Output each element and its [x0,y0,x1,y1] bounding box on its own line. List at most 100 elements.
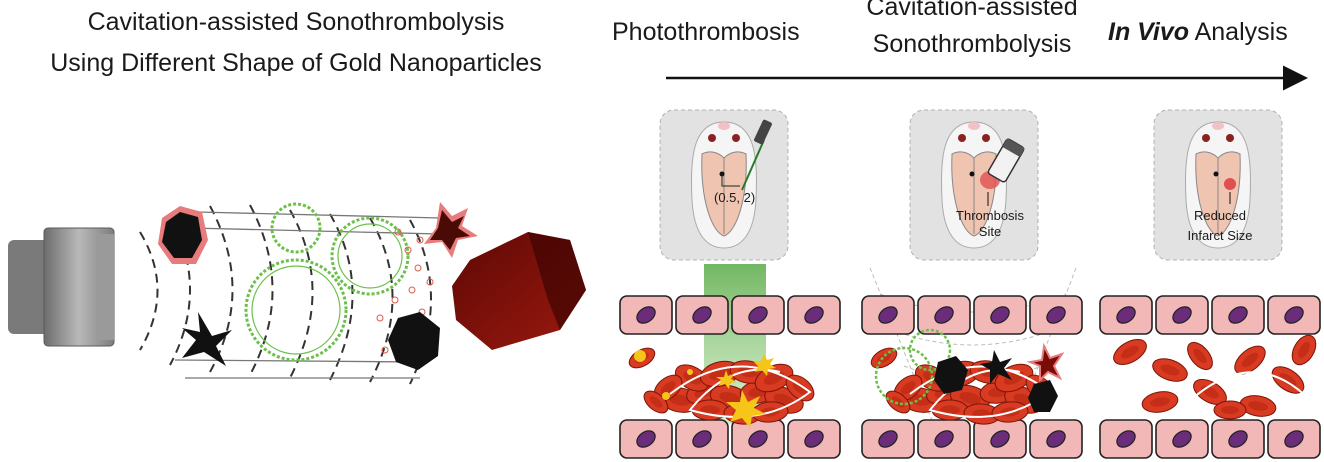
cell-nucleus [1172,430,1192,448]
small-particles [376,228,434,354]
step3-emphasis: In Vivo [1108,18,1189,46]
cell-nucleus [748,430,768,448]
coordinate-label: (0.5, 2) [714,190,755,205]
rbc-center [877,353,891,363]
red-blood-cell [870,347,898,369]
scene2-nanoparticle-star [980,350,1012,384]
rbc-center [1150,397,1170,407]
cell-nucleus [692,306,712,324]
endothelial-cell [861,419,915,459]
step3-label: In Vivo Analysis [1108,18,1288,46]
blood-clot [452,232,586,350]
rbc-center [649,396,663,408]
cell-nucleus [990,306,1010,324]
cell-nucleus [1228,306,1248,324]
rbc-center [683,371,701,385]
rbc-center [1193,348,1207,364]
scene2-nanoparticle-sphere [1028,380,1058,412]
cell-nucleus [692,430,712,448]
endothelial-cell [787,295,841,335]
red-blood-cell [1141,391,1179,413]
endothelial-cell [861,295,915,335]
red-blood-cell [1213,400,1247,420]
red-blood-cell [1187,341,1213,371]
cell-nucleus [1172,306,1192,324]
cell-nucleus [804,306,824,324]
vessel-scene-2 [861,295,1083,459]
rbc-center [792,381,808,395]
rbc-center [959,392,981,404]
microbubbles [244,202,410,362]
cell-nucleus [1284,306,1304,324]
fibrin-strand [1179,371,1311,411]
cell-nucleus [1046,306,1066,324]
endothelial-cell [1029,295,1083,335]
red-blood-cell [963,403,1001,425]
infarct-label-line2: Infarct Size [1187,228,1252,243]
endothelial-cell [1155,295,1209,335]
red-blood-cell [1239,395,1277,417]
left-title: Cavitation-assisted Sonothrombolysis Usi… [50,8,541,77]
red-blood-cell [1291,334,1317,366]
cell-nucleus [748,306,768,324]
rbc-center [1160,364,1180,376]
photothrombosis-flashes [634,350,776,428]
endothelial-cell [1267,419,1321,459]
cell-nucleus [636,306,656,324]
endothelial-cell [1267,295,1321,335]
rbc-center [1121,345,1139,359]
endothelial-cell [973,419,1027,459]
endothelial-cell [619,419,673,459]
cell-nucleus [878,430,898,448]
cell-nucleus [1116,306,1136,324]
rbc-center [669,394,691,406]
left-title-line2: Using Different Shape of Gold Nanopartic… [50,49,541,77]
endothelial-cell [675,419,729,459]
panel-sonothrombolysis-mouse: Thrombosis Site [909,109,1039,261]
cell-nucleus [1046,430,1066,448]
endothelial-cell [731,295,785,335]
infarct-label-line1: Reduced [1194,208,1246,223]
cell-nucleus [1116,430,1136,448]
rbc-center [940,405,960,415]
cell-nucleus [804,430,824,448]
rbc-center [1279,373,1297,387]
endothelial-cell [1099,419,1153,459]
left-title-line1: Cavitation-assisted Sonothrombolysis [88,8,505,36]
mouse-head-icon [1184,121,1252,249]
fibrin-strand [909,365,1052,418]
rbc-center [660,381,676,395]
step2-label-line1: Cavitation-assisted [866,0,1077,21]
scene2-nanoparticle-star-red [1026,342,1065,383]
ultrasound-transducer-icon [8,227,115,347]
rbc-center [1298,342,1310,358]
red-blood-cell [1113,339,1147,365]
endothelial-cell [731,419,785,459]
gold-nanoparticle-star-red [424,202,478,258]
rbc-center [1241,352,1259,368]
cell-nucleus [1284,430,1304,448]
rbc-center [700,405,720,415]
endothelial-cell [973,295,1027,335]
gold-nanoparticle-octahedron [158,206,208,264]
panel-analysis-mouse: Reduced Infarct Size [1153,109,1283,261]
endothelial-cell [917,419,971,459]
small-transducer-icon [987,138,1025,183]
endothelial-cell [1211,295,1265,335]
cell-nucleus [636,430,656,448]
cell-nucleus [934,430,954,448]
endothelial-cell [1211,419,1265,459]
endothelial-cell [675,295,729,335]
gold-nanoparticle-star [182,312,232,366]
rbc-center [719,392,741,404]
cell-nucleus [1228,430,1248,448]
red-blood-cell [643,390,669,414]
endothelial-cell [917,295,971,335]
mouse-head-icon [690,121,758,249]
cell-nucleus [934,306,954,324]
cell-nucleus [990,430,1010,448]
thrombosis-label-line2: Site [979,224,1001,239]
syringe-needle [741,139,765,191]
rbc-center [1248,401,1268,411]
